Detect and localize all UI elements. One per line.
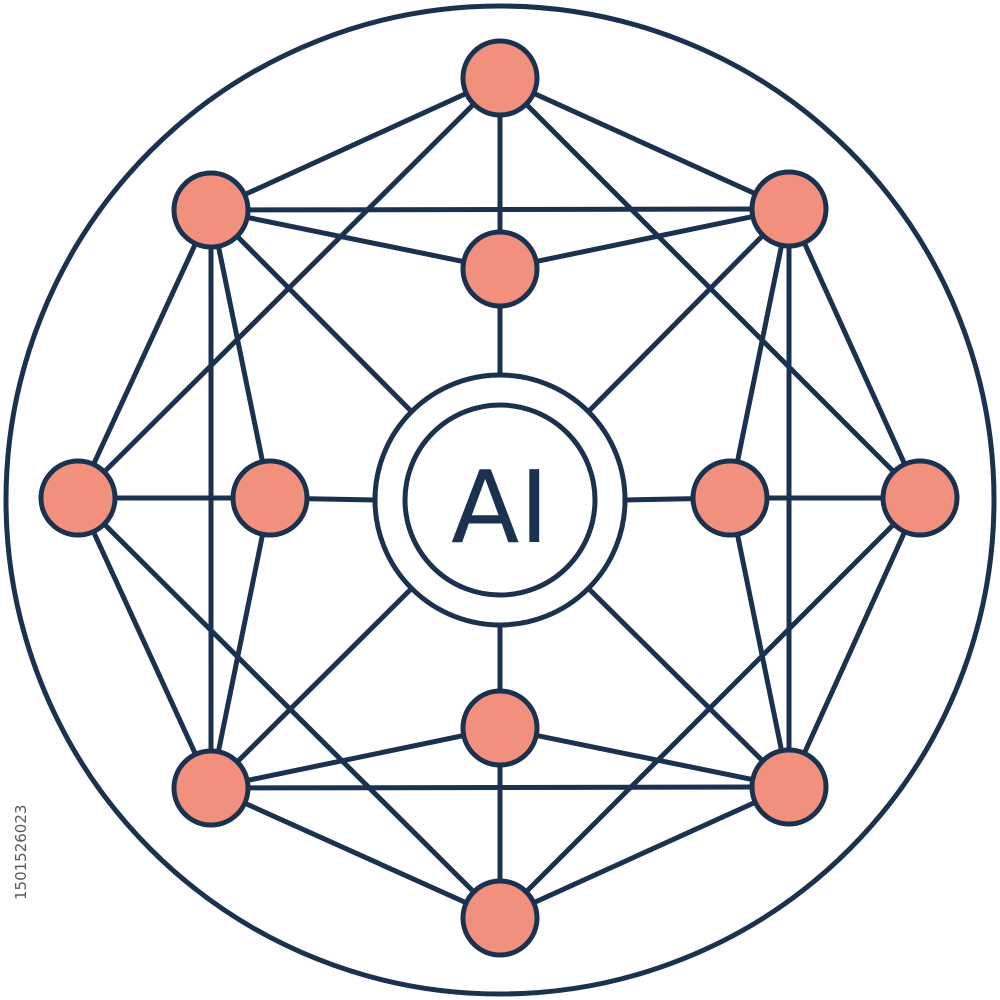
connection-line bbox=[727, 206, 792, 501]
connection-line bbox=[727, 495, 792, 790]
connection-line bbox=[208, 75, 503, 213]
hub-inner-ring bbox=[402, 402, 598, 598]
connection-line bbox=[497, 206, 792, 272]
connection-line bbox=[585, 585, 792, 790]
outer-node bbox=[38, 458, 118, 538]
connection-line bbox=[208, 495, 273, 791]
outer-node bbox=[749, 747, 829, 827]
connection-line bbox=[497, 75, 792, 212]
inner-node bbox=[690, 458, 770, 538]
connection-line bbox=[786, 206, 923, 501]
connection-line bbox=[208, 725, 503, 791]
outer-node bbox=[171, 748, 251, 828]
connection-lines bbox=[75, 75, 923, 921]
inner-node bbox=[460, 229, 540, 309]
outer-node bbox=[460, 878, 540, 958]
connection-line bbox=[208, 585, 415, 791]
connection-line bbox=[497, 784, 792, 921]
connection-line bbox=[585, 206, 792, 415]
ai-hub: AI bbox=[372, 372, 628, 628]
connection-line bbox=[208, 207, 415, 415]
connection-line bbox=[786, 495, 923, 790]
outer-node bbox=[171, 170, 251, 250]
stock-id-label: 1501526023 bbox=[12, 804, 30, 900]
connection-line bbox=[208, 207, 503, 272]
inner-node bbox=[230, 458, 310, 538]
outer-node bbox=[749, 169, 829, 249]
hub-label: AI bbox=[451, 449, 549, 566]
connection-line bbox=[208, 785, 503, 921]
outer-node bbox=[460, 38, 540, 118]
outer-ring bbox=[3, 3, 997, 997]
connection-line bbox=[75, 495, 214, 791]
connection-line bbox=[75, 207, 214, 501]
network-nodes bbox=[38, 38, 960, 958]
inner-node bbox=[460, 688, 540, 768]
outer-node bbox=[880, 458, 960, 538]
connection-line bbox=[208, 207, 273, 501]
connection-line bbox=[497, 725, 792, 790]
